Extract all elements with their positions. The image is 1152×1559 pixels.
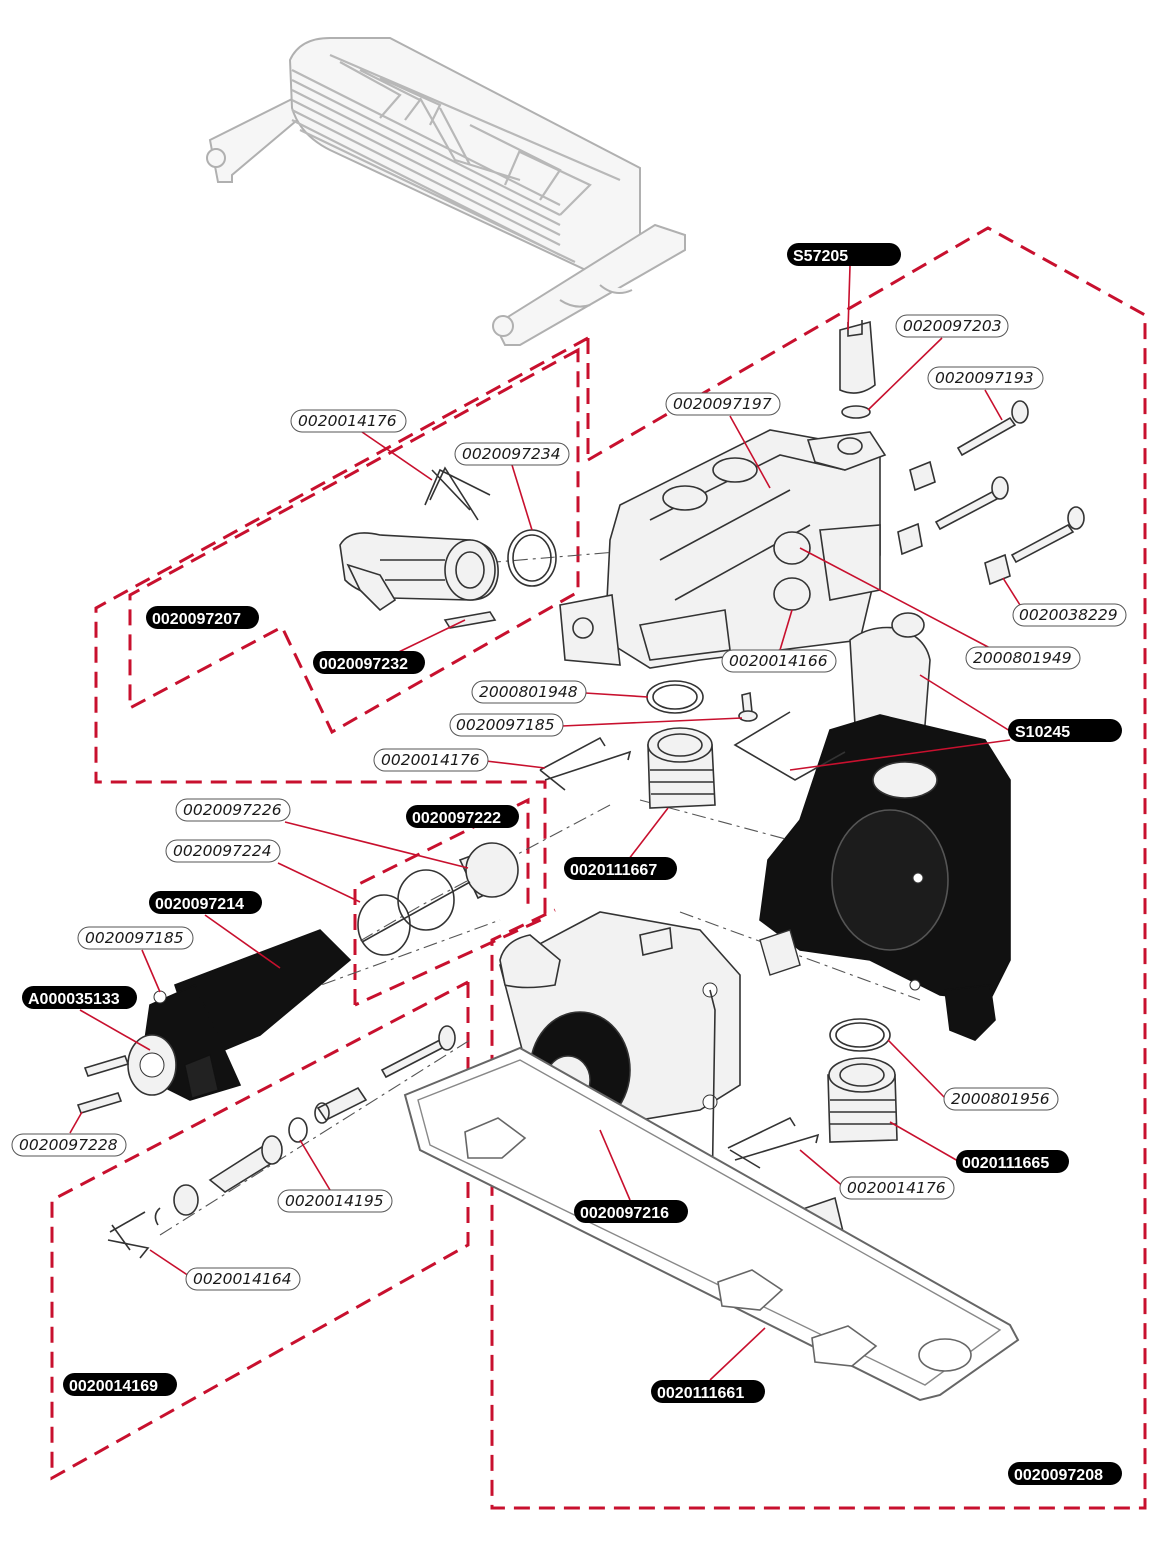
label-0020097234: 0020097234 [454, 442, 570, 466]
label-0020097185-b: 0020097185 [77, 926, 194, 950]
screws-right [897, 400, 1085, 586]
connector-cartridge [339, 532, 499, 612]
svg-text:2000801949: 2000801949 [973, 649, 1072, 667]
label-A000035133: A000035133 [22, 986, 137, 1009]
label-0020097203: 0020097203 [895, 314, 1009, 338]
o-ring-2000801956 [829, 1018, 891, 1052]
svg-text:0020038229: 0020038229 [1019, 606, 1118, 624]
label-0020014176-c: 0020014176 [839, 1176, 955, 1200]
svg-text:0020097232: 0020097232 [319, 656, 408, 673]
diverter-actuator [127, 929, 352, 1101]
label-0020097222: 0020097222 [406, 805, 519, 828]
svg-text:0020097222: 0020097222 [412, 810, 501, 827]
svg-text:0020014176: 0020014176 [298, 412, 397, 430]
fitting-0020111665 [827, 1057, 898, 1143]
svg-text:0020097214: 0020097214 [155, 896, 244, 913]
sensor-plug [839, 320, 876, 419]
label-0020014176-a: 0020014176 [290, 409, 407, 433]
svg-text:0020014195: 0020014195 [285, 1192, 384, 1210]
label-0020097207: 0020097207 [146, 606, 259, 629]
svg-text:0020097207: 0020097207 [152, 611, 241, 628]
label-0020097226: 0020097226 [175, 798, 291, 822]
heat-exchanger [206, 37, 686, 346]
svg-text:0020097197: 0020097197 [673, 395, 772, 413]
clip-0020014164 [107, 1211, 150, 1259]
label-0020097224: 0020097224 [165, 839, 281, 863]
svg-text:0020097185: 0020097185 [85, 929, 184, 947]
label-0020097216: 0020097216 [574, 1200, 688, 1223]
label-0020038229: 0020038229 [1012, 603, 1127, 627]
svg-text:0020097185: 0020097185 [456, 716, 555, 734]
clip-bottom [727, 1116, 820, 1169]
label-0020014195: 0020014195 [277, 1189, 393, 1213]
label-0020097232: 0020097232 [313, 651, 425, 674]
label-0020111661: 0020111661 [651, 1380, 765, 1403]
svg-text:0020014176: 0020014176 [847, 1179, 946, 1197]
screw-0020097228-b [76, 1092, 123, 1114]
svg-text:0020097216: 0020097216 [580, 1205, 669, 1222]
svg-text:0020097224: 0020097224 [173, 842, 272, 860]
group-outline-0020097208 [490, 226, 1147, 1510]
label-0020111665: 0020111665 [956, 1150, 1069, 1173]
svg-text:0020097234: 0020097234 [462, 445, 561, 463]
label-0020097197: 0020097197 [665, 392, 781, 416]
svg-text:0020014169: 0020014169 [69, 1378, 158, 1395]
label-0020097228: 0020097228 [11, 1133, 127, 1157]
svg-text:2000801948: 2000801948 [479, 683, 578, 701]
valve-stem-parts [107, 1025, 456, 1259]
label-2000801948: 2000801948 [471, 680, 587, 704]
screw-0020097228-a [83, 1055, 130, 1077]
clip-middle [539, 736, 632, 791]
svg-text:0020014164: 0020014164 [193, 1270, 292, 1288]
label-S57205: S57205 [787, 243, 901, 266]
label-0020097185-a: 0020097185 [449, 713, 564, 737]
svg-text:0020097208: 0020097208 [1014, 1467, 1103, 1484]
svg-text:S57205: S57205 [793, 248, 848, 265]
label-0020014169: 0020014169 [63, 1373, 177, 1396]
svg-text:0020014166: 0020014166 [729, 652, 828, 670]
svg-text:2000801956: 2000801956 [951, 1090, 1050, 1108]
label-2000801949: 2000801949 [965, 646, 1081, 670]
label-0020014164: 0020014164 [185, 1267, 301, 1291]
svg-text:0020097228: 0020097228 [19, 1136, 118, 1154]
label-0020014176-b: 0020014176 [373, 748, 489, 772]
svg-text:S10245: S10245 [1015, 724, 1070, 741]
label-0020097193: 0020097193 [927, 366, 1044, 390]
hydraulic-block [559, 429, 887, 669]
svg-text:0020111665: 0020111665 [962, 1155, 1049, 1172]
pump-head [759, 612, 1011, 1041]
label-0020097208: 0020097208 [1008, 1462, 1122, 1485]
clip-top-left [424, 466, 491, 521]
label-0020097214: 0020097214 [149, 891, 262, 914]
diverter-cartridge [357, 842, 519, 956]
tray [403, 1046, 1020, 1402]
group-outline-0020097207 [94, 336, 590, 1007]
svg-text:0020111661: 0020111661 [657, 1385, 744, 1402]
label-2000801956: 2000801956 [943, 1087, 1059, 1111]
label-0020111667: 0020111667 [564, 857, 677, 880]
svg-text:0020097203: 0020097203 [903, 317, 1002, 335]
svg-text:0020097226: 0020097226 [183, 801, 282, 819]
svg-text:0020014176: 0020014176 [381, 751, 480, 769]
svg-text:A000035133: A000035133 [28, 991, 120, 1008]
fitting-0020111667 [647, 727, 716, 809]
label-0020014166: 0020014166 [721, 649, 837, 673]
svg-text:0020111667: 0020111667 [570, 862, 657, 879]
labels: S57205 0020097203 0020097193 0020097197 … [11, 243, 1127, 1485]
svg-text:0020097193: 0020097193 [935, 369, 1034, 387]
label-S10245: S10245 [1008, 719, 1122, 742]
